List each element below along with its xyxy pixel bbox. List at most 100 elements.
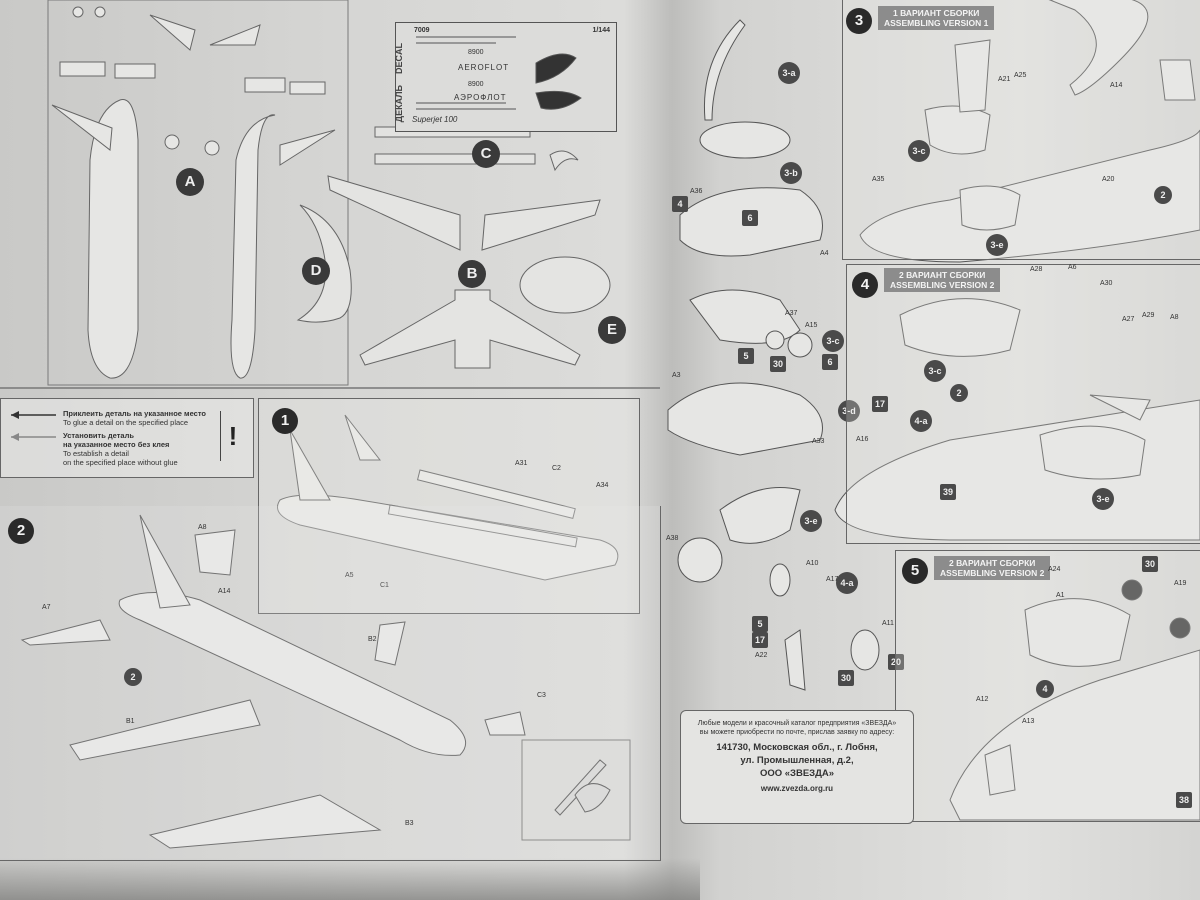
info-intro-2: вы можете приобрести по почте, прислав з…	[699, 729, 895, 736]
wing-left-step2	[69, 699, 261, 761]
part-label: A7	[42, 604, 51, 611]
gear-strut-4a	[784, 629, 806, 691]
wheel-step5	[1121, 579, 1143, 601]
subtag-3c-step3: 3-c	[908, 140, 930, 162]
step-1-panel	[258, 398, 640, 614]
wing-right-b	[481, 199, 601, 251]
info-address-3: ООО «ЗВЕЗДА»	[759, 768, 835, 779]
sprue-letter-c: C	[472, 140, 500, 168]
part-label: A14	[1110, 82, 1123, 89]
part-label: A29	[1142, 312, 1155, 319]
legend-glue: Приклеить деталь на указанное место To g…	[63, 409, 206, 427]
engine-3c	[689, 289, 801, 344]
callout-badge: 2	[124, 668, 142, 686]
part-label: C2	[552, 465, 561, 472]
window-strip-step1	[416, 469, 576, 520]
tailplane-step2	[20, 619, 111, 646]
callout-badge: 6	[742, 210, 758, 226]
callout-badge: 5	[752, 616, 768, 632]
engine-step4	[899, 298, 1021, 357]
step-5-banner-en: ASSEMBLING VERSION 2	[940, 568, 1045, 578]
part-label: A14	[218, 588, 231, 595]
decal-scale: 1/144	[592, 27, 610, 34]
engine-step3b	[959, 185, 1021, 231]
part-label: A11	[882, 620, 894, 627]
callout-badge: 39	[940, 484, 956, 500]
fin-step1b	[344, 414, 382, 461]
step-3-banner-ru: 1 ВАРИАНТ СБОРКИ	[893, 8, 980, 18]
wing-right-step2	[374, 621, 406, 666]
wing-step4	[1089, 394, 1151, 421]
part-label: A33	[812, 438, 825, 445]
part-label: A28	[1030, 266, 1043, 273]
callout-badge: 5	[738, 348, 754, 364]
sprue-letter-d: D	[302, 257, 330, 285]
subtag-3b: 3-b	[780, 162, 802, 184]
subtag-3c-step4: 3-c	[924, 360, 946, 382]
step-5-banner-ru: 2 ВАРИАНТ СБОРКИ	[949, 558, 1036, 568]
decal-lines	[416, 36, 582, 110]
part-label: A15	[805, 322, 818, 329]
nose-part	[549, 150, 579, 172]
wheel-4a	[769, 563, 791, 597]
legend-noglue-ru1: Установить деталь	[63, 431, 134, 440]
legend-noglue: Установить деталь на указанное место без…	[63, 431, 178, 467]
legend-arrows	[11, 411, 56, 441]
part-label: C1	[380, 582, 389, 589]
legend-noglue-en1: To establish a detail	[63, 449, 129, 458]
manufacturer-info-box: Любые модели и красочный каталог предпри…	[680, 710, 914, 824]
part-label: A37	[785, 310, 798, 317]
fin-step1	[289, 429, 331, 501]
part-label: A35	[872, 176, 885, 183]
step-3-badge: 3	[846, 8, 872, 34]
part-label: A31	[515, 460, 528, 467]
step-1-badge: 1	[272, 408, 298, 434]
fuselage-right-half	[230, 114, 276, 379]
callout-badge: 30	[838, 670, 854, 686]
decal-model: Superjet 100	[412, 115, 458, 124]
part-label: A13	[1022, 718, 1035, 725]
subtag-3e-step4: 3-e	[1092, 488, 1114, 510]
subtag-3e-step3: 3-e	[986, 234, 1008, 256]
subtag-4a-step4: 4-a	[910, 410, 932, 432]
wing-center-b	[359, 289, 581, 369]
part-label: A20	[1102, 176, 1115, 183]
warning-icon: !	[220, 411, 245, 461]
part-label: A6	[1068, 264, 1077, 271]
tailplane-step2b	[194, 529, 236, 576]
part-label: A5	[345, 572, 354, 579]
engine-part	[114, 63, 156, 79]
legend-glue-en: To glue a detail on the specified place	[63, 418, 189, 427]
part-label: A24	[1048, 566, 1061, 573]
hand-icon	[574, 783, 611, 813]
step-2-panel	[0, 506, 661, 861]
step-4-panel	[846, 264, 1200, 544]
subtag-3d: 3-d	[838, 400, 860, 422]
wheel-4a-2	[850, 629, 880, 671]
part-label: C3	[537, 692, 546, 699]
step-4-banner: 2 ВАРИАНТ СБОРКИ ASSEMBLING VERSION 2	[884, 268, 1001, 292]
step-4-banner-ru: 2 ВАРИАНТ СБОРКИ	[899, 270, 986, 280]
part-label: B2	[368, 636, 377, 643]
callout-badge: 30	[1142, 556, 1158, 572]
callout-badge: 17	[752, 632, 768, 648]
knife-icon	[554, 759, 607, 816]
fin-step2	[139, 514, 191, 609]
engine-step4b	[1039, 425, 1146, 480]
callout-badge: 30	[770, 356, 786, 372]
callout-badge: 4	[1036, 680, 1054, 698]
part-label: A12	[976, 696, 989, 703]
callout-badge: 4	[672, 196, 688, 212]
fin-part-2	[209, 24, 261, 46]
step-3-banner: 1 ВАРИАНТ СБОРКИ ASSEMBLING VERSION 1	[878, 6, 995, 30]
part-label: A25	[1014, 72, 1027, 79]
engine-3e	[719, 487, 801, 544]
engine-part	[289, 81, 326, 95]
nose-part-step2	[484, 711, 526, 736]
subtag-3a: 3-a	[778, 62, 800, 84]
stand-arm-3a	[703, 19, 746, 121]
step-2-badge: 2	[8, 518, 34, 544]
tailplane-right	[279, 129, 336, 166]
part-label: A19	[1174, 580, 1187, 587]
part-label: B3	[405, 820, 414, 827]
